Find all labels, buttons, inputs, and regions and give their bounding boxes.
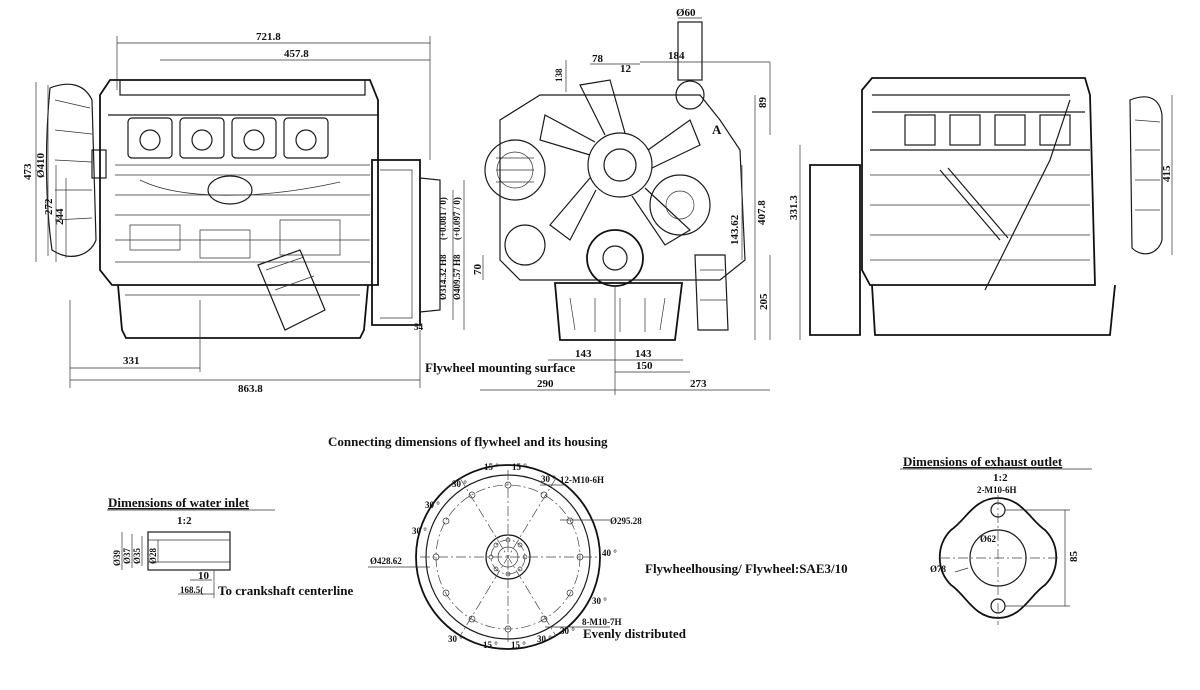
dim-290: 290 xyxy=(537,378,554,390)
dim-331-3: 331.3 xyxy=(788,195,800,220)
dim-top-inner: 457.8 xyxy=(284,48,309,60)
dim-409: Ø409.57 H8 xyxy=(452,254,462,300)
dim-height-left: 473 xyxy=(22,163,34,180)
flywheel-housing-side xyxy=(371,159,441,326)
angle-15-bot-r: 15 ° xyxy=(511,640,526,650)
flywheel-title: Connecting dimensions of flywheel and it… xyxy=(328,434,608,449)
dim-314: Ø314.32 H8 xyxy=(438,254,448,300)
exhaust-title: Dimensions of exhaust outlet xyxy=(903,454,1063,469)
dim-295: Ø295.28 xyxy=(610,516,642,526)
flywheel-housing-circle xyxy=(415,464,601,650)
dim-overall-bottom: 863.8 xyxy=(238,383,263,395)
flywheel-mounting-label: Flywheel mounting surface xyxy=(425,360,575,375)
angle-30-b2: 30 ° xyxy=(537,634,552,644)
dim-168: 168.5( xyxy=(180,585,203,595)
dim-bottom-left: 331 xyxy=(123,355,140,367)
dim-37: Ø37 xyxy=(122,547,132,564)
dim-415: 415 xyxy=(1161,165,1173,182)
angle-30-r3: 30 ° xyxy=(592,596,607,606)
dim-35: Ø35 xyxy=(132,547,142,564)
angle-40: 40 ° xyxy=(602,548,617,558)
water-inlet-title: Dimensions of water inlet xyxy=(108,495,250,510)
dim-143-62: 143.62 xyxy=(729,214,741,245)
dim-409-tol: (+0.097 / 0) xyxy=(452,197,462,240)
label-a: A xyxy=(712,122,722,137)
dim-244: 244 xyxy=(54,208,66,225)
dim-78: 78 xyxy=(592,53,604,65)
flywheel-spec: Flywheelhousing/ Flywheel:SAE3/10 xyxy=(645,561,848,576)
dim-143-left: 143 xyxy=(575,348,592,360)
water-inlet-note: To crankshaft centerline xyxy=(218,583,354,598)
rear-view: 331.3 415 xyxy=(788,77,1173,340)
water-inlet-detail: Dimensions of water inlet 1:2 Ø39 Ø37 Ø3… xyxy=(107,495,354,598)
exhaust-bolt: 2-M10-6H xyxy=(977,485,1017,495)
dim-overall-top: 721.8 xyxy=(256,31,281,43)
exhaust-detail: Dimensions of exhaust outlet 1:2 2-M10-6… xyxy=(900,454,1092,625)
water-inlet-scale: 1:2 xyxy=(177,515,192,527)
evenly-distributed: Evenly distributed xyxy=(583,626,687,641)
angle-30-tr: 30 ° xyxy=(541,474,556,484)
dim-78-exhaust: Ø78 xyxy=(930,564,947,574)
dim-143-right: 143 xyxy=(635,348,652,360)
bolt-top: 12-M10-6H xyxy=(560,475,604,485)
fan-shape xyxy=(45,83,107,257)
angle-30-tl: 30 ° xyxy=(452,479,467,489)
dim-205: 205 xyxy=(758,293,770,310)
bolt-bottom: 8-M10-7H xyxy=(582,617,622,627)
dim-70: 70 xyxy=(472,264,484,276)
exhaust-scale: 1:2 xyxy=(993,472,1008,484)
dim-62: Ø62 xyxy=(980,534,997,544)
dim-12: 12 xyxy=(620,63,632,75)
dim-39: Ø39 xyxy=(112,549,122,566)
angle-30-br: 30 ° xyxy=(560,626,575,636)
front-view: Ø60 78 184 12 138 89 A xyxy=(472,7,771,395)
dim-272: 272 xyxy=(43,198,55,215)
engine-block-side xyxy=(99,79,379,339)
fan-front xyxy=(539,79,701,246)
flywheel-detail: Connecting dimensions of flywheel and it… xyxy=(328,434,848,650)
angle-30-bl: 30 ° xyxy=(448,634,463,644)
angle-30-l3: 30 ° xyxy=(412,526,427,536)
dim-184: 184 xyxy=(668,50,685,62)
dim-fan-dia: Ø410 xyxy=(35,152,47,178)
dim-28: Ø28 xyxy=(148,547,158,564)
angle-15-top-l: 15 ° xyxy=(484,462,499,472)
dim-89: 89 xyxy=(757,97,769,109)
dim-428: Ø428.62 xyxy=(370,556,402,566)
dim-407: 407.8 xyxy=(756,200,768,225)
dim-10: 10 xyxy=(198,570,210,582)
dim-314-tol: (+0.081 / 0) xyxy=(438,197,448,240)
dim-54: 54 xyxy=(414,322,424,332)
angle-30-l2: 30 ° xyxy=(425,500,440,510)
dim-273: 273 xyxy=(690,378,707,390)
dim-150: 150 xyxy=(636,360,653,372)
dim-85: 85 xyxy=(1068,551,1080,563)
alternator xyxy=(484,139,546,201)
dim-138: 138 xyxy=(554,68,564,82)
angle-15-top-r: 15 ° xyxy=(512,462,527,472)
angle-15-bot-l: 15 ° xyxy=(483,640,498,650)
crank-pulley xyxy=(586,229,644,287)
side-view: 721.8 457.8 473 Ø410 272 244 xyxy=(22,31,575,395)
dim-60: Ø60 xyxy=(676,7,696,19)
pump-pulley xyxy=(649,174,711,236)
